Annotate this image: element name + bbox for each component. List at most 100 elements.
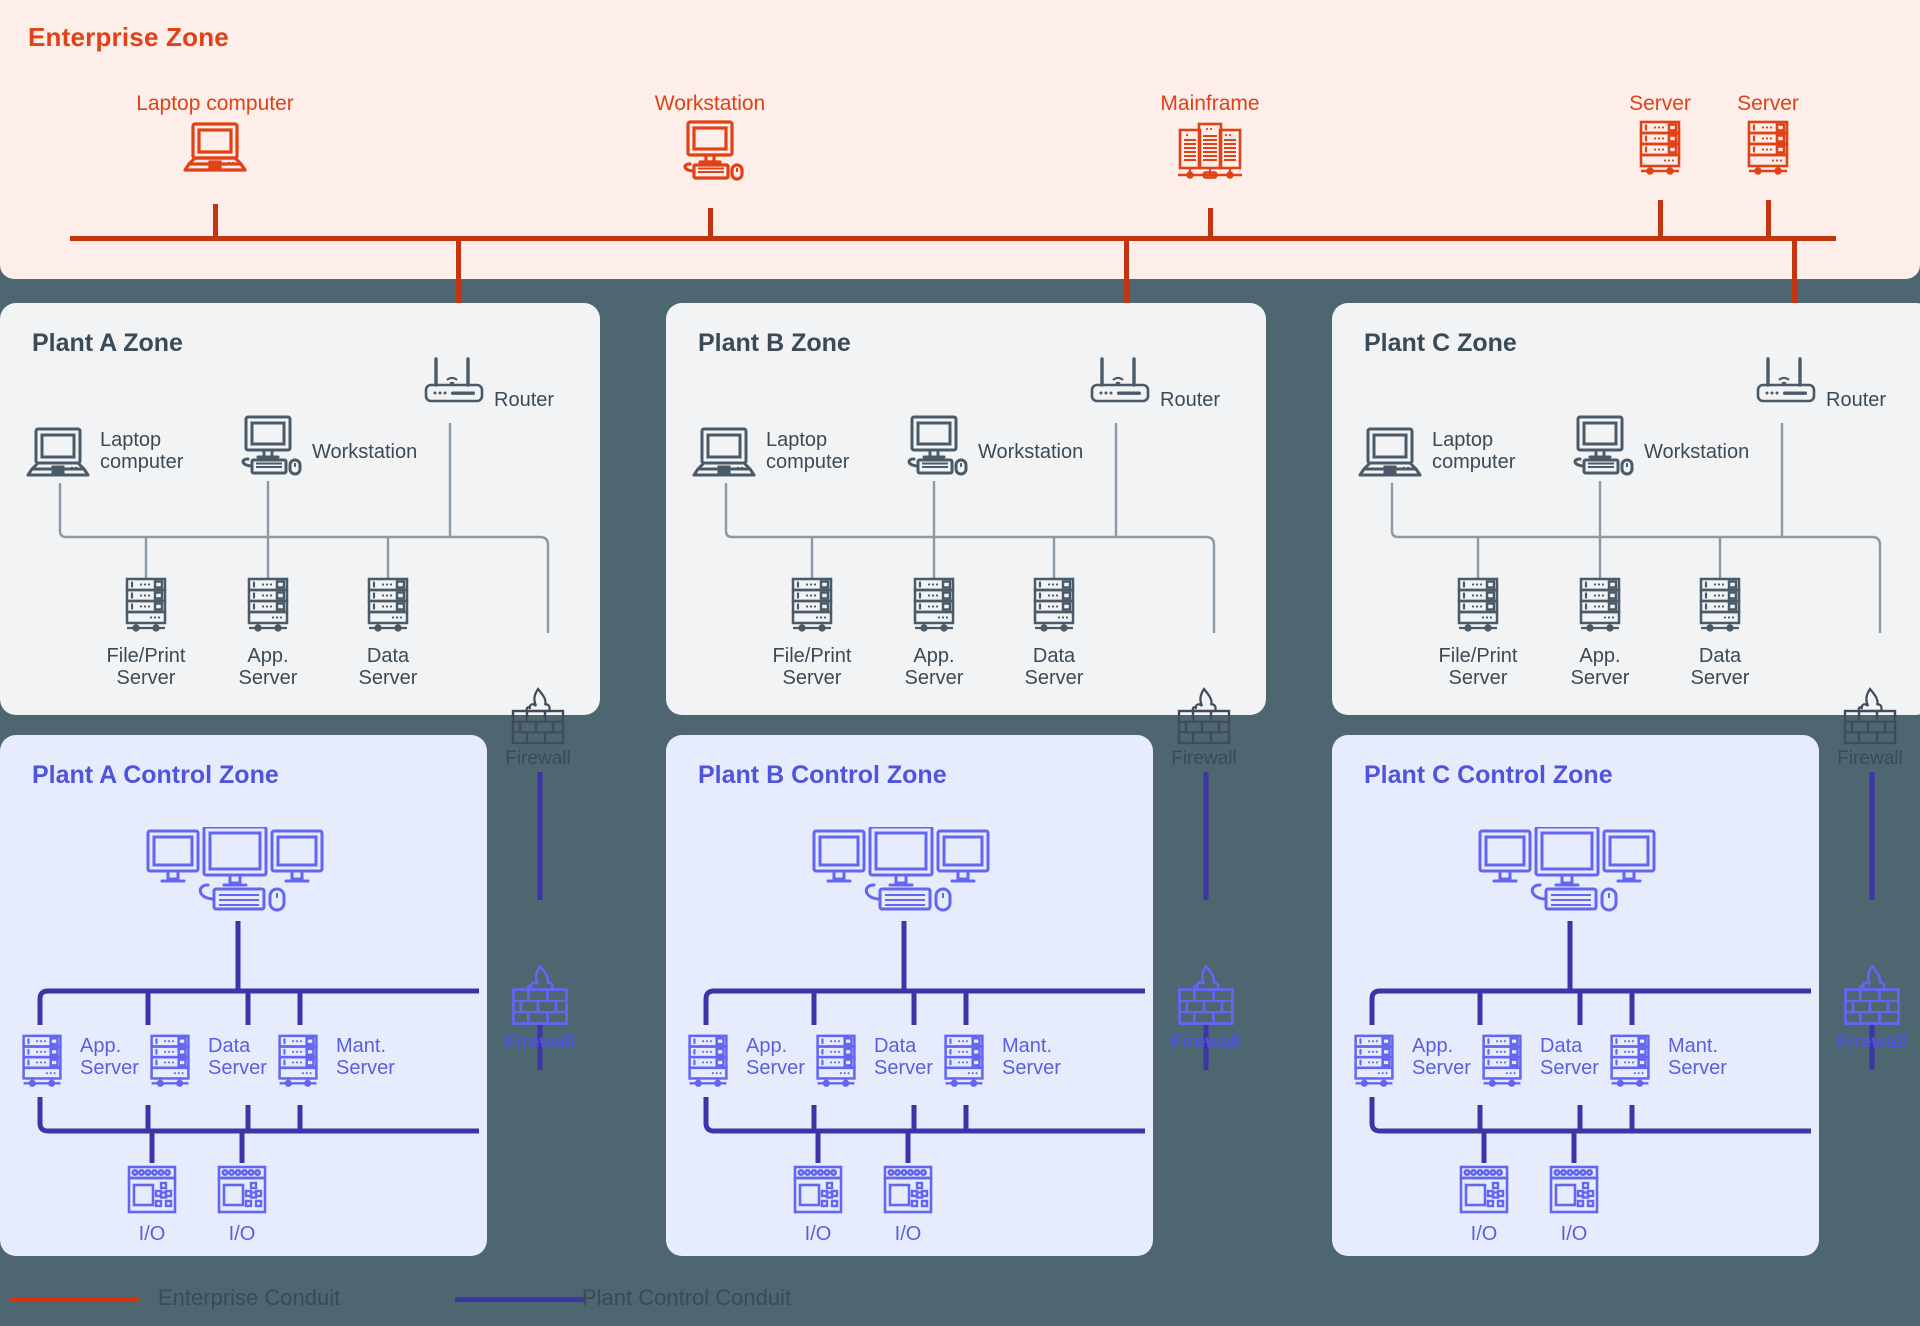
plant-a-control-hmi[interactable] xyxy=(142,825,332,924)
plant-c-control-server-data-label: Data Server xyxy=(1540,1035,1599,1080)
plant-a-workstation[interactable] xyxy=(228,415,308,486)
plant-a-laptop[interactable] xyxy=(22,425,94,488)
enterprise-stub-laptop xyxy=(213,204,218,238)
plant-b-io-module-1[interactable] xyxy=(790,1163,846,1224)
server-icon xyxy=(1629,120,1691,182)
plant-c-enterprise-firewall[interactable] xyxy=(1837,687,1903,754)
plant-c-io-module-2-label: I/O xyxy=(1560,1223,1588,1245)
plant-a-zone-panel: Plant A Zone Router xyxy=(0,303,600,715)
plant-b-io-module-1-label: I/O xyxy=(804,1223,832,1245)
plant-a-control-zone-title: Plant A Control Zone xyxy=(32,761,279,789)
plant-a-server-app-label: App. Server xyxy=(238,645,298,690)
plant-a-control-server-data[interactable] xyxy=(140,1023,200,1106)
plant-b-control-server-app[interactable] xyxy=(678,1023,738,1106)
plant-c-laptop[interactable] xyxy=(1354,425,1426,488)
enterprise-node-server-2[interactable]: Server xyxy=(1698,92,1838,183)
plant-a-io-module-2[interactable] xyxy=(214,1163,270,1224)
enterprise-zone-title: Enterprise Zone xyxy=(28,22,229,52)
plant-a-control-server-app[interactable] xyxy=(12,1023,72,1106)
enterprise-drop-plant-a xyxy=(456,236,461,336)
plant-c-zone-panel: Plant C Zone Router xyxy=(1332,303,1920,715)
plant-b-control-firewall[interactable] xyxy=(1171,963,1241,1036)
enterprise-node-workstation[interactable]: Workstation xyxy=(600,92,820,187)
plant-c-control-firewall-label: Firewall xyxy=(1836,1032,1908,1053)
plant-b-laptop[interactable] xyxy=(688,425,760,488)
plant-c-router-label: Router xyxy=(1826,389,1887,411)
plant-c-control-server-mant[interactable] xyxy=(1600,1023,1660,1106)
plant-c-router[interactable] xyxy=(1750,355,1824,416)
enterprise-drop-plant-b xyxy=(1124,236,1129,336)
plant-a-server-fileprint[interactable] xyxy=(115,575,177,642)
plant-c-control-server-data[interactable] xyxy=(1472,1023,1532,1106)
mainframe-icon xyxy=(1170,122,1250,186)
plant-a-control-firewall-label: Firewall xyxy=(504,1032,576,1053)
plant-a-enterprise-firewall-label: Firewall xyxy=(505,748,571,769)
plant-b-workstation-label: Workstation xyxy=(978,441,1084,463)
plant-a-server-app[interactable] xyxy=(237,575,299,642)
plant-c-server-app[interactable] xyxy=(1569,575,1631,642)
plant-c-control-zone-panel: Plant C Control Zone xyxy=(1332,735,1819,1256)
enterprise-server-2-label: Server xyxy=(1737,92,1799,115)
plant-b-server-fileprint-label: File/Print Server xyxy=(772,645,852,690)
plant-b-control-server-data-label: Data Server xyxy=(874,1035,933,1080)
legend-label-control: Plant Control Conduit xyxy=(582,1285,792,1310)
legend: Enterprise Conduit Plant Control Conduit xyxy=(0,1268,1920,1326)
laptop-icon xyxy=(179,122,251,182)
plant-c-io-module-1[interactable] xyxy=(1456,1163,1512,1224)
plant-a-control-firewall[interactable] xyxy=(505,963,575,1036)
plant-b-zone-panel: Plant B Zone Router xyxy=(666,303,1266,715)
plant-c-server-data-label: Data Server xyxy=(1690,645,1750,690)
plant-c-laptop-label: Laptop computer xyxy=(1432,429,1516,474)
plant-a-enterprise-firewall[interactable] xyxy=(505,687,571,754)
plant-a-zone-title: Plant A Zone xyxy=(32,329,183,357)
plant-c-io-module-2[interactable] xyxy=(1546,1163,1602,1224)
plant-a-control-server-app-label: App. Server xyxy=(80,1035,139,1080)
plant-b-io-module-2[interactable] xyxy=(880,1163,936,1224)
plant-a-control-server-mant[interactable] xyxy=(268,1023,328,1106)
plant-c-workstation[interactable] xyxy=(1560,415,1640,486)
plant-a-workstation-label: Workstation xyxy=(312,441,418,463)
plant-b-control-zone-panel: Plant B Control Zone xyxy=(666,735,1153,1256)
plant-c-control-server-mant-label: Mant. Server xyxy=(1668,1035,1727,1080)
plant-c-server-data[interactable] xyxy=(1689,575,1751,642)
plant-b-control-server-data[interactable] xyxy=(806,1023,866,1106)
plant-b-io-module-2-label: I/O xyxy=(894,1223,922,1245)
plant-a-server-data[interactable] xyxy=(357,575,419,642)
plant-b-server-fileprint[interactable] xyxy=(781,575,843,642)
plant-c-enterprise-firewall-label: Firewall xyxy=(1837,748,1903,769)
enterprise-conduit-bus xyxy=(70,236,1836,241)
plant-b-control-server-mant[interactable] xyxy=(934,1023,994,1106)
enterprise-zone-panel: Enterprise Zone Laptop computer Workstat… xyxy=(0,0,1920,279)
plant-a-router[interactable] xyxy=(418,355,492,416)
plant-c-control-server-app-label: App. Server xyxy=(1412,1035,1471,1080)
plant-b-server-data[interactable] xyxy=(1023,575,1085,642)
plant-b-control-zone-title: Plant B Control Zone xyxy=(698,761,947,789)
plant-c-control-server-app[interactable] xyxy=(1344,1023,1404,1106)
plant-a-control-server-mant-label: Mant. Server xyxy=(336,1035,395,1080)
plant-b-router[interactable] xyxy=(1084,355,1158,416)
plant-a-control-server-data-label: Data Server xyxy=(208,1035,267,1080)
server-icon xyxy=(1737,120,1799,182)
enterprise-node-server-1[interactable]: Server xyxy=(1590,92,1730,183)
plant-a-io-module-1[interactable] xyxy=(124,1163,180,1224)
plant-c-server-fileprint-label: File/Print Server xyxy=(1438,645,1518,690)
plant-c-server-fileprint[interactable] xyxy=(1447,575,1509,642)
plant-b-control-hmi[interactable] xyxy=(808,825,998,924)
plant-b-enterprise-firewall[interactable] xyxy=(1171,687,1237,754)
plant-c-zone-title: Plant C Zone xyxy=(1364,329,1517,357)
plant-c-workstation-label: Workstation xyxy=(1644,441,1750,463)
plant-b-workstation[interactable] xyxy=(894,415,974,486)
legend-label-enterprise: Enterprise Conduit xyxy=(158,1285,341,1310)
enterprise-node-mainframe[interactable]: Mainframe xyxy=(1100,92,1320,187)
plant-b-server-app-label: App. Server xyxy=(904,645,964,690)
plant-c-control-firewall[interactable] xyxy=(1837,963,1907,1036)
plant-c-control-hmi[interactable] xyxy=(1474,825,1664,924)
plant-a-control-zone-panel: Plant A Control Zone xyxy=(0,735,487,1256)
enterprise-node-laptop[interactable]: Laptop computer xyxy=(105,92,325,183)
plant-a-laptop-label: Laptop computer xyxy=(100,429,184,474)
enterprise-workstation-label: Workstation xyxy=(654,92,766,115)
enterprise-laptop-label: Laptop computer xyxy=(136,92,294,115)
plant-b-server-app[interactable] xyxy=(903,575,965,642)
plant-b-control-server-app-label: App. Server xyxy=(746,1035,805,1080)
